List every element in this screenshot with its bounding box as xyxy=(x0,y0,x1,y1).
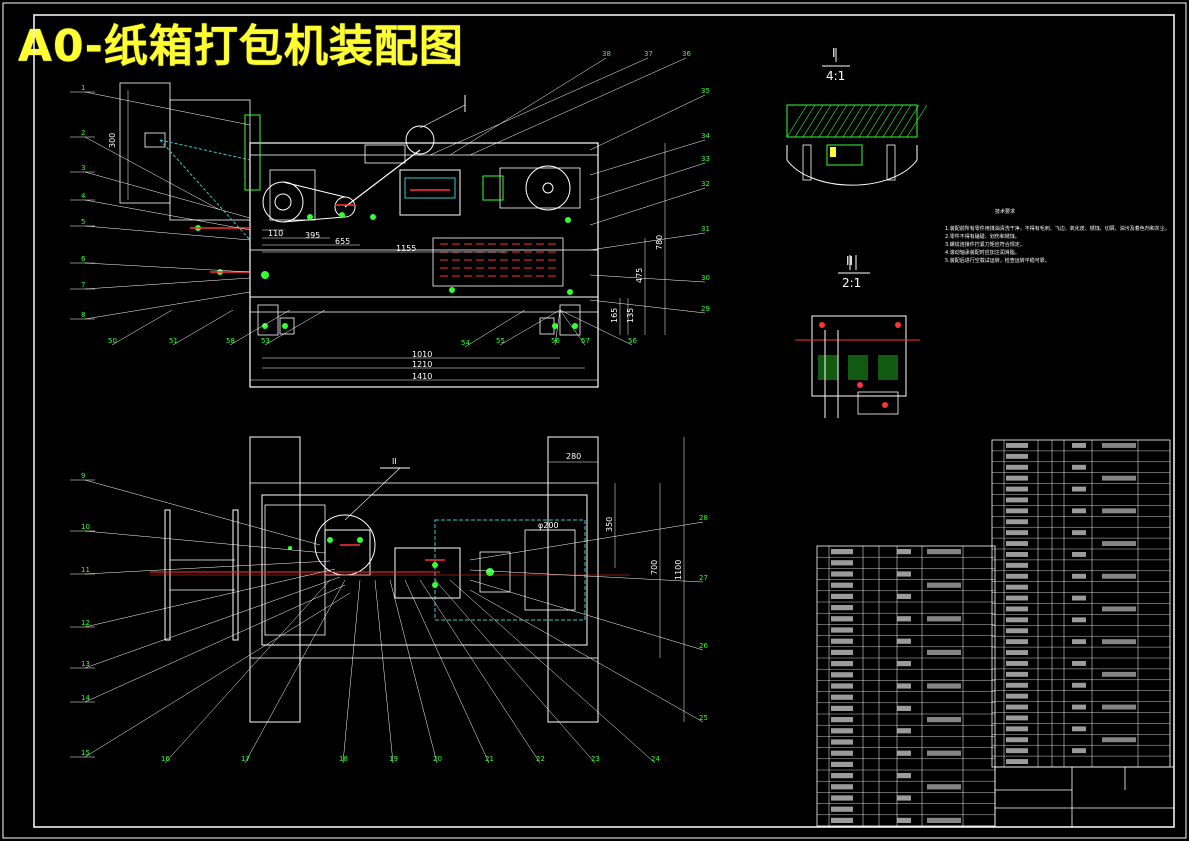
leader-rp-27: 27 xyxy=(699,574,708,582)
dim-200: φ200 xyxy=(538,521,559,530)
leader-9: 9 xyxy=(81,472,85,480)
leader-p-19: 19 xyxy=(389,755,398,763)
leader-p-24: 24 xyxy=(651,755,660,763)
dim-135: 135 xyxy=(626,308,635,323)
dim-1100: 1100 xyxy=(674,560,683,580)
leader-1: 1 xyxy=(81,84,85,92)
dim-655: 655 xyxy=(335,237,350,246)
svg-text:4:1: 4:1 xyxy=(826,69,845,83)
leader-p-18: 18 xyxy=(339,755,348,763)
leader-r-30: 30 xyxy=(701,274,710,282)
svg-text:2:1: 2:1 xyxy=(842,276,861,290)
leader-15: 15 xyxy=(81,749,90,757)
svg-text:2.零件不得有磕碰、划伤和锈蚀。: 2.零件不得有磕碰、划伤和锈蚀。 xyxy=(945,233,1020,240)
dim-350: 350 xyxy=(605,517,614,532)
drawing-title: A0-纸箱打包机装配图 xyxy=(18,21,464,72)
dim-700: 700 xyxy=(650,560,659,575)
svg-text:II: II xyxy=(392,457,397,466)
inner-border xyxy=(33,14,1175,828)
leader-14: 14 xyxy=(81,694,90,702)
dim-1010: 1010 xyxy=(412,350,432,359)
dim-395: 395 xyxy=(305,231,320,240)
leader-p-21: 21 xyxy=(485,755,494,763)
leader-b-1: 51 xyxy=(169,337,178,345)
section-marker-top xyxy=(419,95,466,129)
dim-165: 165 xyxy=(610,308,619,323)
leader-12: 12 xyxy=(81,619,90,627)
svg-text:4.滚动轴承装配时应加注润滑脂。: 4.滚动轴承装配时应加注润滑脂。 xyxy=(945,249,1020,256)
svg-text:技术要求: 技术要求 xyxy=(995,208,1015,215)
leader-rp-25: 25 xyxy=(699,714,708,722)
leader-11: 11 xyxy=(81,566,90,574)
leader-r-32: 32 xyxy=(701,180,710,188)
leader-p-16: 16 xyxy=(161,755,170,763)
leader-2: 2 xyxy=(81,129,85,137)
leader-b-6: 56 xyxy=(551,337,560,345)
svg-text:II: II xyxy=(846,254,853,268)
leader-8: 8 xyxy=(81,311,85,319)
leader-b-2: 58 xyxy=(226,337,235,345)
leader-rp-28: 28 xyxy=(699,514,708,522)
leader-t-36: 36 xyxy=(682,50,691,58)
leader-b-7: 57 xyxy=(581,337,590,345)
leader-b-3: 53 xyxy=(261,337,270,345)
leader-r-33: 33 xyxy=(701,155,710,163)
leader-b-4: 54 xyxy=(461,339,470,347)
bom-table-left xyxy=(816,545,996,827)
leader-p-17: 17 xyxy=(241,755,250,763)
leader-10: 10 xyxy=(81,523,90,531)
leader-p-22: 22 xyxy=(536,755,545,763)
technical-notes: 技术要求 1.装配前所有零件用煤油清洗干净，不得有毛刺、飞边、氧化皮、锈蚀、切屑… xyxy=(945,208,1170,264)
leader-7: 7 xyxy=(81,281,85,289)
section-marker-plan: II xyxy=(344,457,410,521)
leader-3: 3 xyxy=(81,164,85,172)
dim-1410: 1410 xyxy=(412,372,432,381)
svg-text:5.装配后进行空载试运转，检查运转平稳可靠。: 5.装配后进行空载试运转，检查运转平稳可靠。 xyxy=(945,257,1050,264)
dim-1210: 1210 xyxy=(412,360,432,369)
leader-b-5: 55 xyxy=(496,337,505,345)
leader-r-35: 35 xyxy=(701,87,710,95)
leader-6: 6 xyxy=(81,255,86,263)
svg-text:1.装配前所有零件用煤油清洗干净，不得有毛刺、飞边、氧化皮、: 1.装配前所有零件用煤油清洗干净，不得有毛刺、飞边、氧化皮、锈蚀、切屑、油污及着… xyxy=(945,225,1170,232)
leader-b-8: 56 xyxy=(628,337,637,345)
leader-r-31: 31 xyxy=(701,225,710,233)
dim-300: 300 xyxy=(108,133,117,148)
leader-4: 4 xyxy=(81,192,86,200)
dim-110: 110 xyxy=(268,229,283,238)
dimension-lines-top xyxy=(127,90,666,381)
leader-p-20: 20 xyxy=(433,755,442,763)
dim-1155: 1155 xyxy=(396,244,416,253)
leader-r-29: 29 xyxy=(701,305,710,313)
leader-5: 5 xyxy=(81,218,85,226)
dim-475: 475 xyxy=(635,268,644,283)
svg-text:I: I xyxy=(832,46,836,60)
leader-p-23: 23 xyxy=(591,755,600,763)
bom-table-right xyxy=(991,439,1171,768)
leader-t-37: 37 xyxy=(644,50,653,58)
svg-text:3.螺纹连接件拧紧力矩应符合规定。: 3.螺纹连接件拧紧力矩应符合规定。 xyxy=(945,241,1025,248)
dim-280: 280 xyxy=(566,452,581,461)
leader-13: 13 xyxy=(81,660,90,668)
leader-r-34: 34 xyxy=(701,132,710,140)
leader-rp-26: 26 xyxy=(699,642,708,650)
detail-view-2: II 2:1 xyxy=(795,254,920,418)
dim-780: 780 xyxy=(655,235,664,250)
plan-view: 280 350 φ200 700 1100 xyxy=(150,436,685,723)
leader-b-0: 50 xyxy=(108,337,117,345)
detail-view-1: I 4:1 xyxy=(786,46,928,186)
leader-t-38: 38 xyxy=(602,50,611,58)
title-block xyxy=(994,766,1175,828)
